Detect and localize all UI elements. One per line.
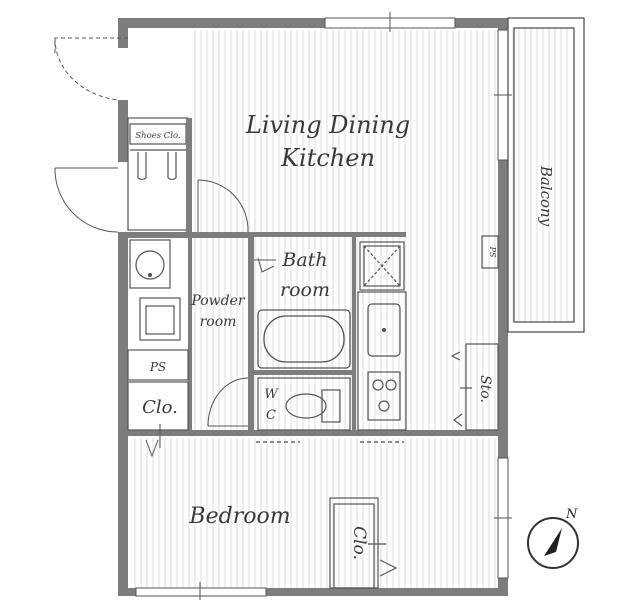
- ldk-label-line1: Living Dining: [245, 111, 410, 139]
- toilet: [257, 377, 351, 431]
- storage-closet: [450, 343, 499, 431]
- bedroom-label: Bedroom: [188, 504, 290, 529]
- powder-room-label-line2: room: [200, 314, 237, 330]
- bedroom-closet-label: Clo.: [349, 526, 369, 560]
- ps-left-box: [127, 349, 189, 431]
- inner-walls: [128, 118, 406, 432]
- powder-room-door: [197, 179, 249, 233]
- entrance-door-swings: [54, 37, 128, 233]
- washing-machine: [139, 297, 181, 341]
- kitchen-sink: [367, 303, 401, 357]
- bath-door: [254, 257, 276, 273]
- bedroom-closet: [329, 497, 398, 589]
- compass-north-label: N: [565, 507, 578, 522]
- shoes-closet-label: Shoes Clo.: [135, 131, 180, 141]
- ps-left-label: PS: [149, 360, 166, 374]
- washbasin: [129, 239, 171, 289]
- balcony-outline: [507, 17, 585, 333]
- wc-door: [207, 377, 249, 427]
- closet-left-label: Clo.: [142, 397, 178, 418]
- wc-label-line1: W: [264, 387, 279, 402]
- ps-right-box: [481, 235, 499, 269]
- ldk-label-line2: Kitchen: [280, 144, 375, 172]
- powder-room-label-line1: Powder: [190, 293, 246, 309]
- compass: N: [527, 507, 579, 569]
- kitchen-counter: [357, 291, 407, 431]
- windows: [135, 12, 512, 600]
- balcony-floor: [512, 28, 572, 322]
- bathtub: [257, 309, 351, 369]
- bedroom-floor: [130, 438, 498, 588]
- bath-label-line1: Bath: [281, 249, 327, 271]
- bath-label-line2: room: [280, 279, 330, 301]
- closet-left-door: [145, 424, 161, 458]
- stove: [367, 371, 401, 421]
- storage-label: Sto.: [477, 375, 493, 403]
- outer-walls: [118, 18, 508, 596]
- ldk-floor: [190, 30, 498, 430]
- refrigerator-space: [359, 241, 405, 291]
- ps-right-label: PS: [488, 246, 497, 258]
- balcony-label: Balcony: [537, 165, 555, 227]
- wc-label-line2: C: [266, 408, 276, 423]
